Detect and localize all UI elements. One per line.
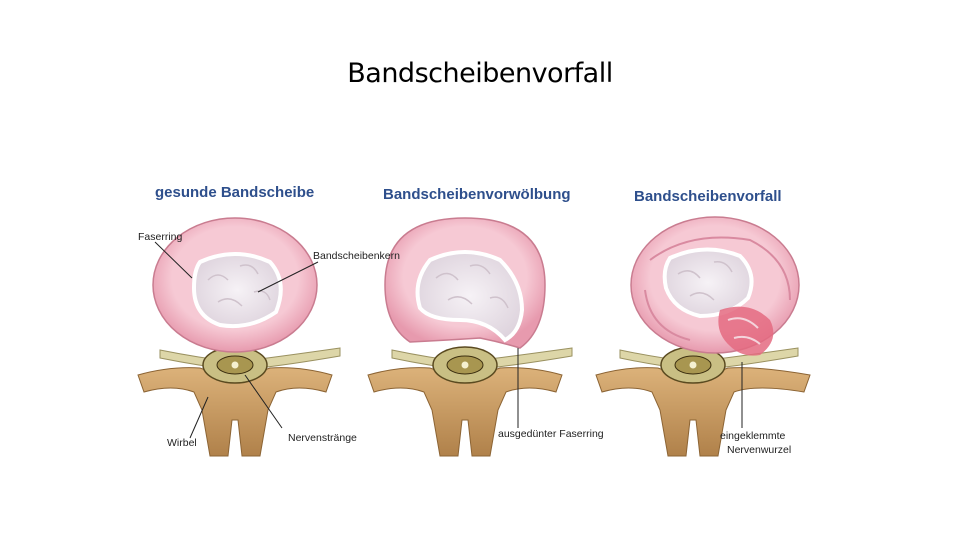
panel-herniated — [595, 216, 811, 457]
label-nervenwurzel: Nervenwurzel — [727, 444, 792, 456]
disc-herniation-figure: gesunde Bandscheibe Bandscheibenvorwölbu… — [130, 170, 830, 470]
label-ausgeduenter-faserring: ausgedünter Faserring — [498, 428, 604, 440]
panel-title-healthy: gesunde Bandscheibe — [155, 184, 315, 201]
vertebra-1 — [137, 367, 333, 457]
vertebra-3 — [595, 367, 811, 457]
disc-illustration — [137, 216, 811, 457]
nucleus-3 — [662, 247, 754, 319]
nucleus-1 — [191, 252, 283, 329]
label-bandscheibenkern: Bandscheibenkern — [313, 250, 400, 262]
slide-title: Bandscheibenvorfall — [347, 58, 613, 89]
panel-title-bulging: Bandscheibenvorwölbung — [383, 186, 571, 203]
panel-bulging — [367, 217, 573, 457]
panel-title-herniated: Bandscheibenvorfall — [634, 188, 782, 205]
panel-healthy — [137, 217, 341, 457]
label-nervenstraenge: Nervenstränge — [288, 432, 357, 444]
label-eingeklemmte: eingeklemmte — [720, 430, 786, 442]
vertebra-2 — [367, 367, 563, 457]
label-faserring: Faserring — [138, 231, 183, 243]
label-wirbel: Wirbel — [167, 437, 197, 449]
